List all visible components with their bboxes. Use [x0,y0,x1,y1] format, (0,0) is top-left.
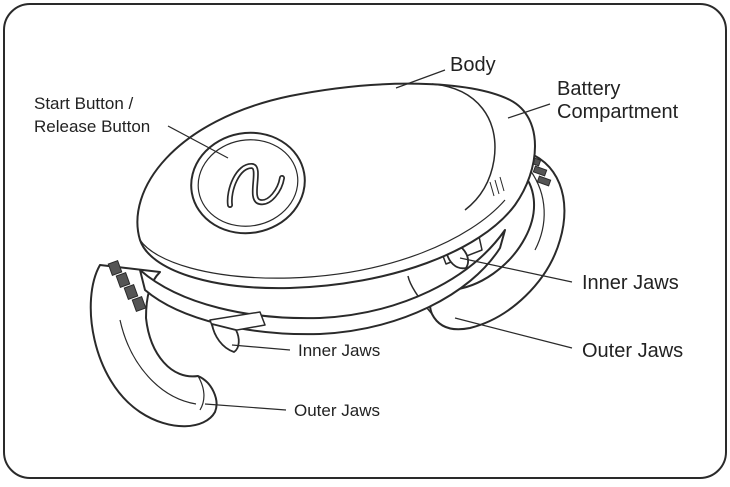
start-release-button [190,131,306,235]
leader-lines [167,69,573,411]
leader-body [395,69,446,89]
label-battery-line2: Compartment [557,101,679,123]
leader-battery [507,103,551,119]
leader-outer-jaws-right [454,317,573,349]
left-jaw-ribs [107,260,147,312]
label-start-line1: Start Button / [34,94,134,113]
label-body: Body [450,54,496,76]
label-start-line2: Release Button [34,117,151,136]
label-inner-jaws-left: Inner Jaws [298,341,381,360]
leader-inner-jaws-left [231,344,291,351]
right-outer-jaw [407,149,566,331]
leader-start-button [167,125,229,159]
leader-outer-jaws-left [204,403,287,411]
label-battery-line1: Battery [557,78,621,100]
label-inner-jaws-right: Inner Jaws [582,272,679,294]
leader-inner-jaws-right [459,257,573,283]
label-outer-jaws-left: Outer Jaws [294,401,380,420]
label-outer-jaws-right: Outer Jaws [582,340,684,362]
